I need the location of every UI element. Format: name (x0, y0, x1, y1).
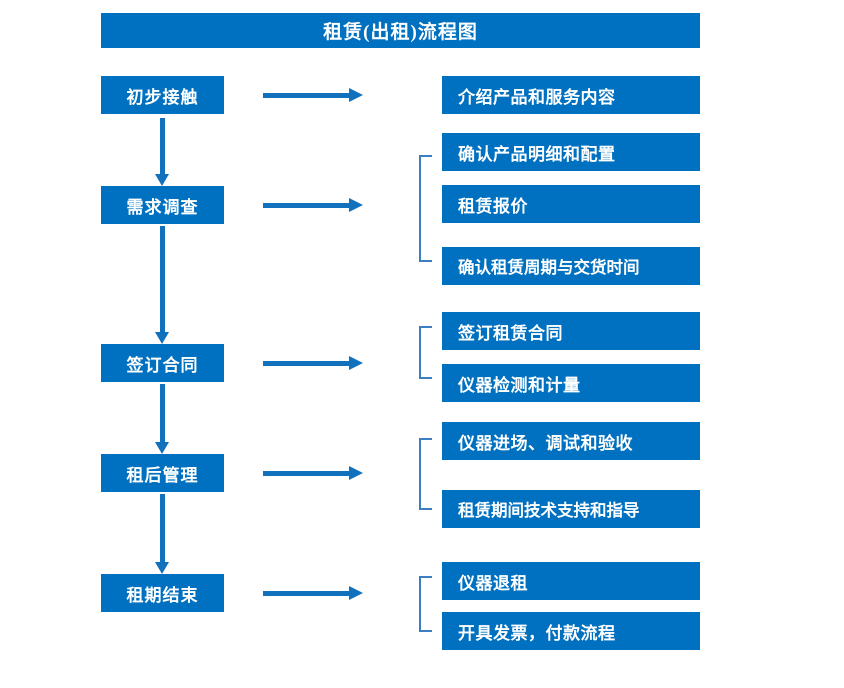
detail-node-4[interactable]: 确认租赁周期与交货时间 (442, 247, 700, 285)
right-arrow-stage-3 (263, 356, 363, 370)
detail-node-5[interactable]: 签订租赁合同 (442, 312, 700, 350)
stage-node-1[interactable]: 初步接触 (101, 76, 224, 114)
stage-node-4[interactable]: 租后管理 (101, 454, 224, 492)
detail-node-8[interactable]: 租赁期间技术支持和指导 (442, 490, 700, 528)
right-arrow-stage-1 (263, 88, 363, 102)
page-title: 租赁(出租)流程图 (101, 13, 700, 48)
detail-node-10[interactable]: 开具发票，付款流程 (442, 612, 700, 650)
bracket-group-4 (419, 438, 432, 510)
bracket-group-5 (419, 576, 432, 632)
down-arrow-3-to-4 (155, 384, 169, 454)
detail-node-1[interactable]: 介绍产品和服务内容 (442, 76, 700, 114)
stage-node-5[interactable]: 租期结束 (101, 574, 224, 612)
bracket-group-2 (419, 155, 432, 262)
right-arrow-stage-2 (263, 198, 363, 212)
bracket-group-3 (419, 326, 432, 379)
detail-node-6[interactable]: 仪器检测和计量 (442, 364, 700, 402)
detail-node-2[interactable]: 确认产品明细和配置 (442, 133, 700, 171)
right-arrow-stage-5 (263, 586, 363, 600)
right-arrow-stage-4 (263, 466, 363, 480)
down-arrow-1-to-2 (155, 118, 169, 186)
stage-node-3[interactable]: 签订合同 (101, 344, 224, 382)
down-arrow-2-to-3 (155, 226, 169, 344)
detail-node-3[interactable]: 租赁报价 (442, 185, 700, 223)
stage-node-2[interactable]: 需求调查 (101, 186, 224, 224)
detail-node-9[interactable]: 仪器退租 (442, 562, 700, 600)
down-arrow-4-to-5 (155, 494, 169, 574)
detail-node-7[interactable]: 仪器进场、调试和验收 (442, 422, 700, 460)
